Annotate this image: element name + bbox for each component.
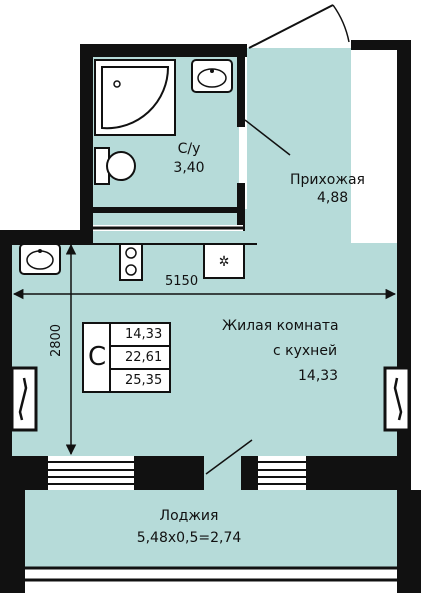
height-dimension: 2800 [49,323,65,358]
loggia-wall-right [397,490,421,593]
bath-wall-bottom [93,207,243,213]
wall-top-left [80,44,247,57]
hall-name: Прихожая [290,172,365,188]
balcony-wall-left [0,456,48,490]
summary-letter: С [88,342,107,372]
bath-area: 3,40 [173,160,205,176]
balcony-wall-mid2 [241,456,258,490]
balcony-door [205,439,253,475]
living-name-line1: Жилая комната [222,318,339,334]
loggia-fill [25,490,397,568]
window-left-sash [18,377,28,421]
summary-area-2: 22,61 [125,350,163,365]
wall-step [0,230,93,243]
wall-left [0,230,12,460]
entrance-door-arc [332,4,350,43]
loggia-glazing [25,568,397,580]
window-right-sash [393,377,403,421]
summary-area-3: 25,35 [125,373,163,388]
entrance-door [248,4,334,49]
wall-right-top [351,40,411,50]
entrance-door-leaf [351,40,355,48]
width-dimension: 5150 [165,274,199,289]
balcony-wall-right [306,456,411,490]
wall-right [397,40,411,255]
balcony-wall-mid [134,456,204,490]
fridge [203,243,245,279]
bath-door [244,119,291,156]
summary-box [82,322,171,393]
hall-area: 4,88 [317,190,349,206]
toilet-bowl [106,151,136,181]
loggia-area: 5,48x0,5=2,74 [136,530,242,546]
summary-area-1: 14,33 [125,327,163,342]
living-area: 14,33 [298,368,339,384]
wall-left-upper [80,44,93,233]
shower [94,59,176,136]
svg-text:✲: ✲ [219,254,230,270]
loggia-wall-left [0,490,25,593]
living-name-line2: с кухней [273,343,338,359]
bath-wall-right [237,57,245,127]
loggia-name: Лоджия [159,508,219,524]
bath-name: С/у [177,141,201,157]
